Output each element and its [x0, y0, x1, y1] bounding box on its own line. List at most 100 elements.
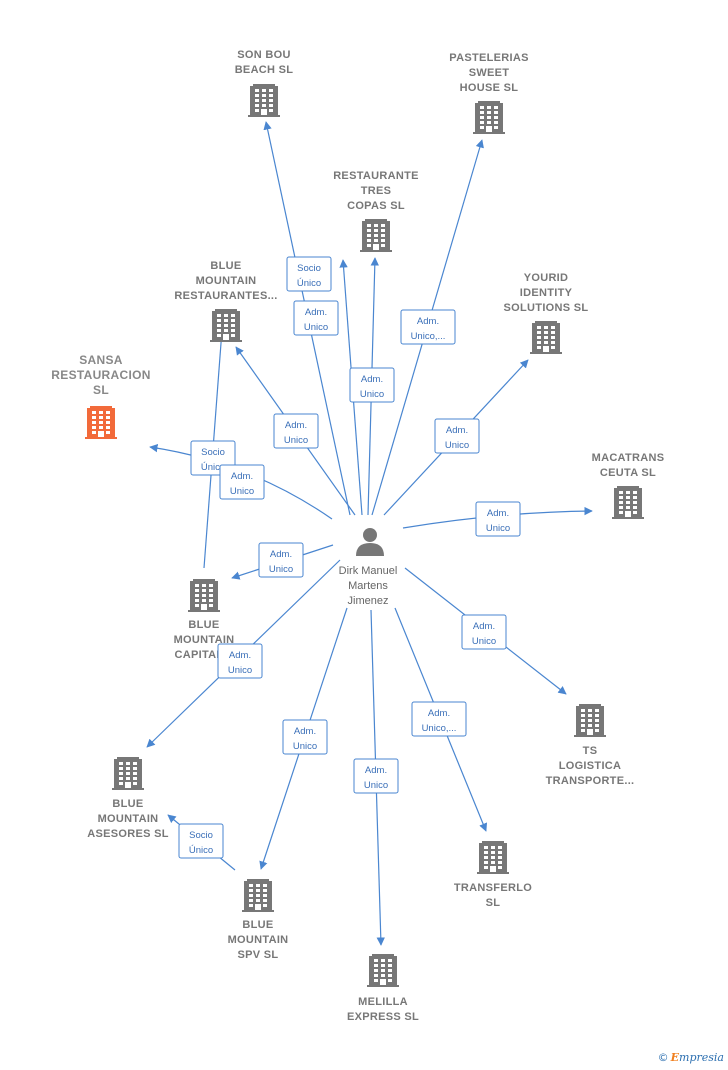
- edge-label-line: Unico: [269, 564, 293, 575]
- company-label-line: ASESORES SL: [87, 828, 169, 840]
- edge-label-e6[interactable]: Adm. Unico: [434, 418, 480, 454]
- company-label-line: BLUE: [242, 919, 273, 931]
- company-label-line: YOURID: [524, 272, 569, 284]
- edge-label-line: Adm.: [229, 650, 251, 661]
- edge-label-line: Adm.: [446, 425, 468, 436]
- building-icon: [188, 579, 220, 612]
- edge-label-line: Unico: [472, 636, 496, 647]
- edge-label-box: [475, 501, 521, 537]
- company-node-yourid[interactable]: YOURID IDENTITY SOLUTIONS SL: [504, 272, 589, 354]
- edge-label-e15[interactable]: Adm. Unico: [353, 758, 399, 794]
- edge-label-box: [286, 256, 332, 292]
- edge-label-e2[interactable]: Adm. Unico: [293, 300, 339, 336]
- person-label-line: Martens: [348, 580, 388, 592]
- edge-label-line: Socio: [201, 447, 225, 458]
- edge-label-line: Unico: [293, 741, 317, 752]
- company-node-bm-spv[interactable]: BLUE MOUNTAIN SPV SL: [228, 879, 289, 961]
- edge-label-box: [282, 719, 328, 755]
- edge-label-line: Unico: [360, 389, 384, 400]
- company-node-melilla[interactable]: MELILLA EXPRESS SL: [347, 954, 419, 1023]
- edge-label-line: Adm.: [270, 549, 292, 560]
- building-icon: [530, 321, 562, 354]
- edge-label-line: Adm.: [428, 708, 450, 719]
- company-label-line: MOUNTAIN: [174, 634, 235, 646]
- edge-label-e8[interactable]: Adm.Unico: [219, 464, 265, 500]
- building-icon: [85, 406, 117, 439]
- edge-label-box: [217, 643, 263, 679]
- edge-label-line: Unico,...: [411, 331, 446, 342]
- building-icon: [477, 841, 509, 874]
- edge-label-line: Único: [189, 845, 213, 856]
- company-label-line: SL: [486, 897, 501, 909]
- building-icon: [574, 704, 606, 737]
- edge-label-line: Adm.: [417, 316, 439, 327]
- edge-label-box: [273, 413, 319, 449]
- edge-label-line: Unico: [364, 780, 388, 791]
- edge-label-e3[interactable]: Adm. Unico,...: [400, 309, 456, 345]
- person-label-line: Jimenez: [348, 595, 389, 607]
- company-label-line: BLUE: [210, 260, 241, 272]
- edge-label-e9[interactable]: Adm.Unico: [475, 501, 521, 537]
- building-icon: [112, 757, 144, 790]
- copyright-symbol: ©: [657, 1051, 669, 1064]
- company-label-line: RESTAURANTE: [333, 170, 419, 182]
- building-icon: [242, 879, 274, 912]
- edge-label-e14[interactable]: Adm.Unico: [282, 719, 328, 755]
- company-label-line: SOLUTIONS SL: [504, 302, 589, 314]
- edge-label-box: [219, 464, 265, 500]
- company-label-line: LOGISTICA: [559, 760, 622, 772]
- edge-label-e11[interactable]: Adm. Unico: [461, 614, 507, 650]
- brand-initial: E: [670, 1051, 680, 1064]
- company-label-line: TRES: [361, 185, 392, 197]
- edge-label-box: [411, 701, 467, 737]
- edge-label-box: [461, 614, 507, 650]
- edge-label-line: Único: [201, 462, 225, 473]
- company-label-line: COPAS SL: [347, 200, 405, 212]
- building-icon: [360, 219, 392, 252]
- company-label-line: MELILLA: [358, 996, 408, 1008]
- building-icon: [210, 309, 242, 342]
- company-node-tres-copas[interactable]: RESTAURANTE TRES COPAS SL: [333, 170, 419, 252]
- person-label-line: Dirk Manuel: [339, 565, 398, 577]
- edge-label-e12[interactable]: Adm. Unico: [217, 643, 263, 679]
- company-label-line: PASTELERIAS: [449, 52, 529, 64]
- company-label-line: BEACH SL: [235, 64, 294, 76]
- edge-label-e4[interactable]: Adm.Unico: [349, 367, 395, 403]
- building-icon: [612, 486, 644, 519]
- edge-label-line: Unico: [304, 322, 328, 333]
- edge-label-e5[interactable]: Adm.Unico: [273, 413, 319, 449]
- company-label-line: MOUNTAIN: [228, 934, 289, 946]
- edge-label-line: Único: [297, 278, 321, 289]
- edge-label-line: Adm.: [305, 307, 327, 318]
- company-label-line: EXPRESS SL: [347, 1011, 419, 1023]
- company-label-line: MACATRANS: [592, 452, 665, 464]
- edge-label-line: Unico: [228, 665, 252, 676]
- company-node-bm-restaurantes[interactable]: BLUEMOUNTAINRESTAURANTES...: [174, 260, 277, 342]
- edge-label-box: [178, 823, 224, 859]
- edge-label-line: Adm.: [365, 765, 387, 776]
- edge-label-line: Adm.: [231, 471, 253, 482]
- edge-label-line: Unico: [445, 440, 469, 451]
- person-icon: [356, 528, 384, 556]
- edge-label-e13[interactable]: Adm.Unico,...: [411, 701, 467, 737]
- company-label-line: IDENTITY: [520, 287, 573, 299]
- building-icon: [473, 101, 505, 134]
- edge-label-box: [258, 542, 304, 578]
- company-node-ts-logistica[interactable]: TSLOGISTICATRANSPORTE...: [546, 704, 635, 787]
- company-label-line: SPV SL: [238, 949, 279, 961]
- edge-label-line: Adm.: [473, 621, 495, 632]
- edge-label-e10[interactable]: Adm. Unico: [258, 542, 304, 578]
- edge-label-line: Socio: [297, 263, 321, 274]
- empresia-brand[interactable]: ©Empresia: [658, 1051, 724, 1064]
- edge-labels-layer: SocioÚnicoAdm.UnicoAdm.Unico,...Adm.Unic…: [178, 256, 521, 859]
